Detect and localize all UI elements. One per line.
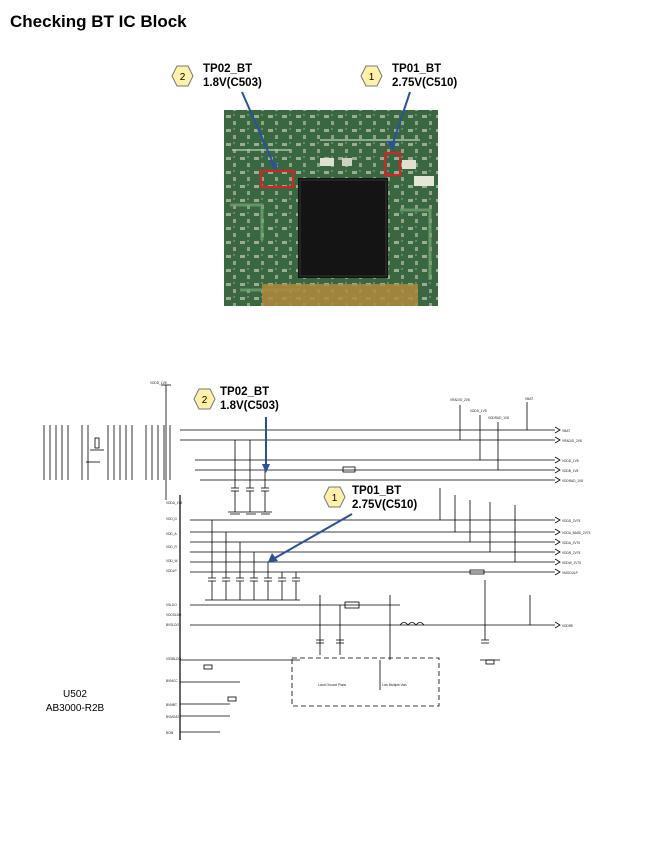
schematic-callout-1-marker: 1 [323, 486, 346, 508]
tp02-highlight-box [260, 170, 294, 188]
photo-callout-2-marker: 2 [171, 65, 194, 87]
svg-text:2: 2 [202, 395, 208, 406]
schematic-callout-tp01-value: 2.75V(C510) [352, 499, 418, 511]
svg-text:VDD_D: VDD_D [166, 517, 178, 521]
net-label-vradio: VRADIO_2V8 [562, 439, 582, 443]
svg-text:VDDRAD_1V8: VDDRAD_1V8 [488, 416, 509, 420]
svg-text:VDDD_1V8: VDDD_1V8 [470, 409, 487, 413]
net-label-vddd-2v75: VDDD_2V75 [562, 519, 580, 523]
net-label-vddrad-1v8: VDDRAD_1V8 [562, 479, 583, 483]
net-label-vddb-1v8: VDDB_1V8 [562, 469, 579, 473]
svg-text:2: 2 [180, 72, 186, 83]
chip-label: U502 AB3000-R2B [40, 688, 110, 716]
schematic-arrow-tp01 [274, 513, 353, 559]
note-local-ground-plane: Local Ground Plane [318, 683, 346, 687]
schematic-callout-tp01: TP01_BT 2.75V(C510) [352, 484, 417, 512]
chip-part: AB3000-R2B [45, 703, 105, 714]
schematic-callout-tp02: TP02_BT 1.8V(C503) [220, 385, 279, 413]
svg-text:1: 1 [369, 72, 375, 83]
svg-text:1: 1 [332, 493, 338, 504]
schematic-callout-2-marker: 2 [193, 388, 216, 410]
bt-ic-chip [298, 178, 388, 278]
net-label-vddr-2v75: VDDR_2V75 [562, 551, 580, 555]
svg-text:BOM: BOM [166, 731, 174, 735]
svg-text:VBAT: VBAT [525, 397, 533, 401]
svg-text:VDDLP: VDDLP [166, 569, 177, 573]
svg-text:VDDD_1V8: VDDD_1V8 [150, 381, 167, 385]
schematic-annotations: VDDD_1V8 VRADIO_2V8 VDDD_1V8 VDDRAD_1V8 … [150, 381, 591, 735]
schematic-callout-tp02-value: 1.8V(C503) [220, 400, 279, 412]
photo-arrow-tp02 [241, 91, 274, 164]
svg-text:VSLDO: VSLDO [166, 603, 177, 607]
photo-arrow-tp01 [391, 91, 411, 147]
net-label-vdda-2v75: VDDA_2V75 [562, 541, 580, 545]
page-title: Checking BT IC Block [10, 12, 187, 31]
svg-text:BVMCC: BVMCC [166, 679, 178, 683]
svg-text:VDDA_1V8: VDDA_1V8 [166, 501, 183, 505]
svg-text:VRADIO_2V8: VRADIO_2V8 [450, 398, 470, 402]
svg-text:BVSLDO: BVSLDO [166, 623, 179, 627]
local-ground-plane-box [291, 657, 440, 707]
gold-shield-edge [262, 284, 418, 306]
photo-callout-tp02: TP02_BT 1.8V(C503) [203, 62, 262, 90]
net-label-vdda-base: VDDA_BASE_2V75 [562, 531, 591, 535]
svg-text:VDDSLDO: VDDSLDO [166, 613, 182, 617]
svg-text:BVMOAT: BVMOAT [166, 715, 179, 719]
photo-callout-tp01: TP01_BT 2.75V(C510) [392, 62, 457, 90]
schematic [43, 384, 561, 740]
left-net-ladder [43, 425, 171, 480]
tp01-highlight-box [384, 152, 401, 176]
pcb-photo [224, 110, 438, 306]
photo-callout-tp01-value: 2.75V(C510) [392, 77, 458, 89]
net-label-vddre: VDDRE [562, 624, 573, 628]
net-label-vddw-2v75: VDDW_2V75 [562, 561, 581, 565]
schematic-callout-tp01-name: TP01_BT [352, 485, 402, 497]
svg-text:VDD_W: VDD_W [166, 559, 178, 563]
svg-text:VDD_R: VDD_R [166, 545, 178, 549]
note-low-multiple-vias: Low Multiple Vias [382, 683, 407, 687]
net-label-vmodulp: VMODULP [562, 571, 578, 575]
svg-text:VSSBLDO: VSSBLDO [166, 657, 182, 661]
svg-text:BVMBT: BVMBT [166, 703, 177, 707]
photo-callout-tp01-name: TP01_BT [392, 63, 442, 75]
photo-callout-1-marker: 1 [360, 65, 383, 87]
chip-ref: U502 [63, 689, 87, 700]
photo-callout-tp02-value: 1.8V(C503) [203, 77, 262, 89]
photo-callout-tp02-name: TP02_BT [203, 63, 253, 75]
schematic-callout-tp02-name: TP02_BT [220, 386, 270, 398]
net-label-vbat: VBAT [562, 429, 570, 433]
net-label-vddd-1v8: VDDD_1V8 [562, 459, 579, 463]
svg-text:VDD_A: VDD_A [166, 532, 178, 536]
